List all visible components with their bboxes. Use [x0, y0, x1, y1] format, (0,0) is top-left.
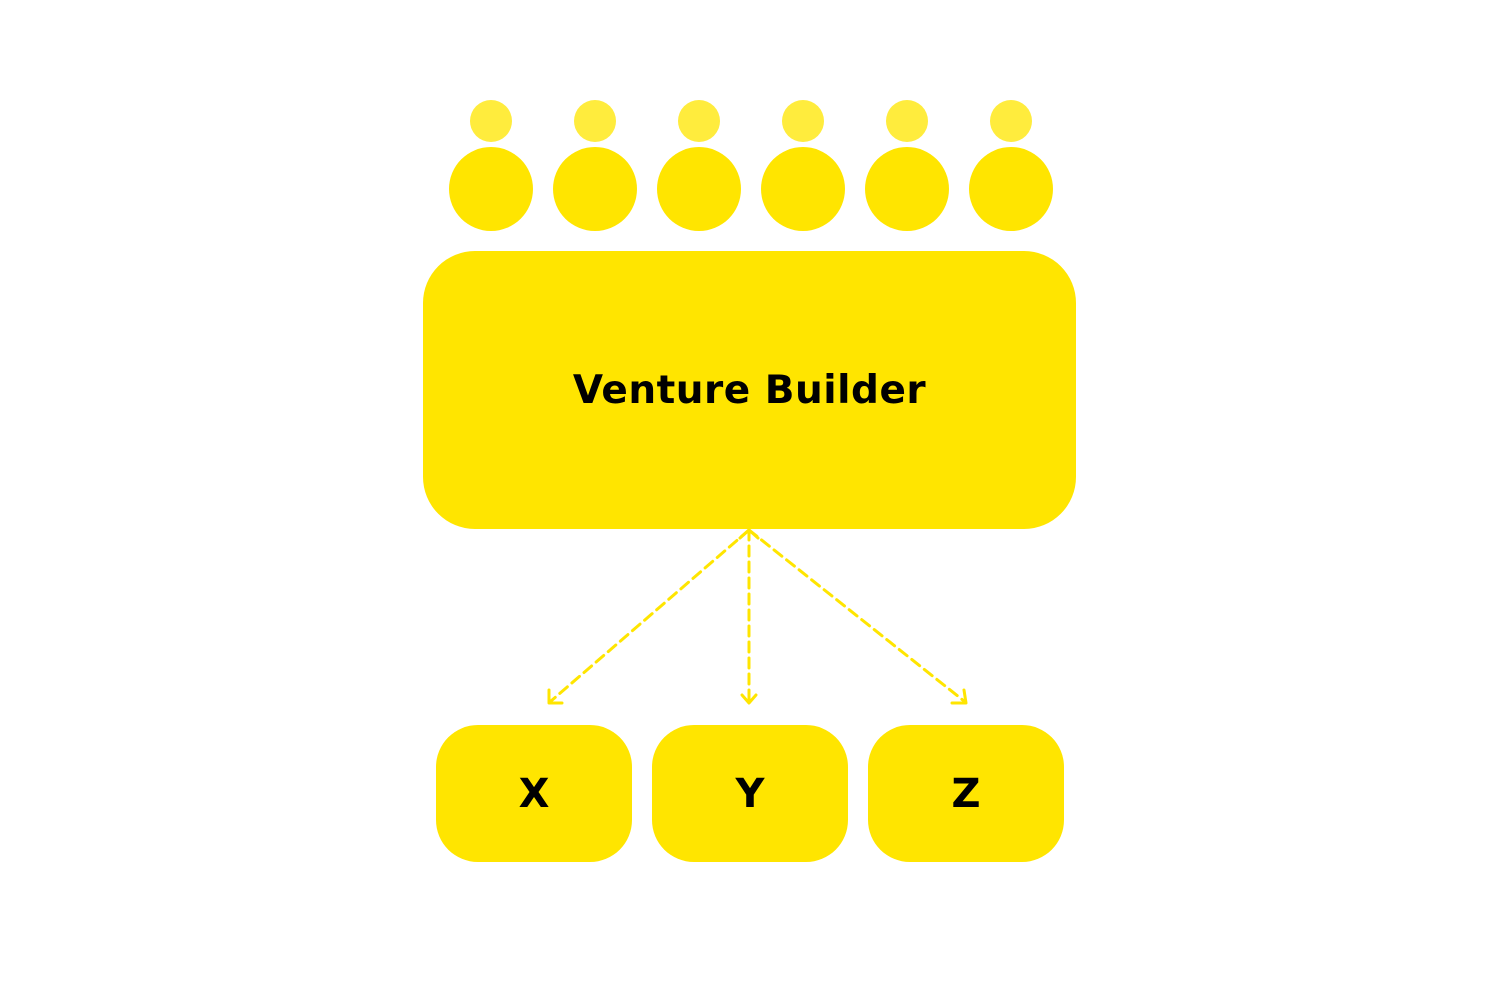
person-body: [657, 147, 741, 231]
person-head: [886, 100, 928, 142]
person-body: [553, 147, 637, 231]
venture-builder-box: Venture Builder: [423, 251, 1076, 529]
venture-box-z: Z: [868, 725, 1064, 862]
arrowhead-z: [950, 688, 968, 705]
person-head: [678, 100, 720, 142]
person-head: [990, 100, 1032, 142]
person-head: [782, 100, 824, 142]
venture-box-x: X: [436, 725, 632, 862]
arrowhead-top: [738, 528, 760, 540]
venture-label: X: [518, 770, 550, 817]
venture-builder-label: Venture Builder: [572, 367, 927, 413]
arrow-to-x: [549, 528, 751, 703]
venture-box-y: Y: [652, 725, 848, 862]
venture-label: Y: [735, 770, 765, 817]
arrowhead-x: [547, 688, 564, 705]
person-body: [969, 147, 1053, 231]
arrowhead-y: [740, 693, 758, 705]
person-body: [449, 147, 533, 231]
venture-label: Z: [951, 770, 981, 817]
person-body: [865, 147, 949, 231]
person-head: [574, 100, 616, 142]
person-head: [470, 100, 512, 142]
person-body: [761, 147, 845, 231]
arrow-to-z: [747, 528, 966, 703]
